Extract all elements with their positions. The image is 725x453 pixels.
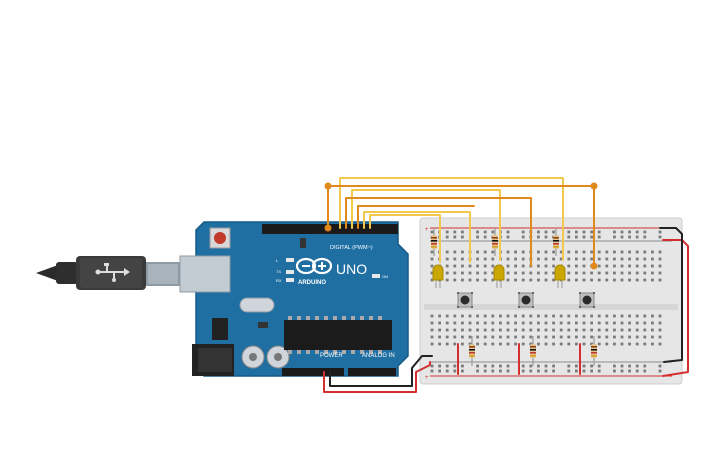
wire-black-rail: [659, 227, 683, 363]
components[interactable]: [431, 228, 597, 366]
breadboard-holes[interactable]: [430, 230, 662, 373]
resistor-icon[interactable]: [553, 228, 559, 256]
capacitor-icon: [241, 345, 290, 369]
led-icon[interactable]: [554, 264, 566, 288]
svg-text:RX: RX: [276, 278, 282, 283]
svg-text:TX: TX: [276, 269, 281, 274]
wire-yellow-1: [339, 177, 564, 261]
pushbutton-icon[interactable]: [579, 292, 595, 308]
pushbutton-icon[interactable]: [518, 292, 534, 308]
wires[interactable]: [323, 177, 689, 393]
wire-yellow-2: [351, 189, 501, 261]
resistor-icon[interactable]: [431, 228, 437, 256]
arduino-uno-board[interactable]: UNO ARDUINO DIGITAL (PWM~) POWER ANALOG …: [179, 221, 409, 377]
crystal-oscillator: [239, 297, 275, 313]
pushbutton-icon[interactable]: [457, 292, 473, 308]
brand-uno-label: UNO: [336, 261, 367, 277]
wire-orange-1: [327, 185, 595, 267]
resistor-icon[interactable]: [469, 336, 475, 366]
power-jack-icon: [192, 344, 234, 376]
arduino-logo-icon: [295, 257, 333, 275]
digital-label: DIGITAL (PWM~): [330, 245, 373, 251]
atmega-chip: [284, 320, 392, 350]
indicator-leds: L TX RX ON: [276, 258, 388, 283]
wire-yellow-4: [369, 214, 441, 263]
power-label: POWER: [320, 353, 343, 359]
resistor-icon[interactable]: [492, 228, 498, 256]
wire-orange-2: [345, 197, 532, 267]
analog-header[interactable]: [348, 368, 396, 376]
resistor-icon[interactable]: [530, 336, 536, 366]
wire-red-rail: [662, 239, 689, 377]
wire-red-5v: [323, 361, 431, 393]
svg-text:+: +: [425, 227, 429, 233]
wire-yellow-3: [363, 211, 471, 263]
led-icon[interactable]: [432, 264, 444, 288]
voltage-regulator: [212, 318, 228, 340]
analog-label: ANALOG IN: [362, 353, 395, 359]
svg-text:ON: ON: [382, 274, 388, 279]
usb-symbol-icon: [95, 263, 130, 282]
power-header[interactable]: [282, 368, 344, 376]
resistor-icon[interactable]: [591, 336, 597, 366]
wire-orange-3: [357, 205, 475, 229]
wire-black-gnd: [329, 355, 433, 387]
svg-text:+: +: [425, 375, 429, 381]
brand-arduino-label: ARDUINO: [298, 280, 326, 286]
svg-text:L: L: [276, 258, 279, 263]
reset-button-icon[interactable]: [209, 227, 231, 249]
usb-jack: [179, 255, 231, 293]
led-icon[interactable]: [493, 264, 505, 288]
